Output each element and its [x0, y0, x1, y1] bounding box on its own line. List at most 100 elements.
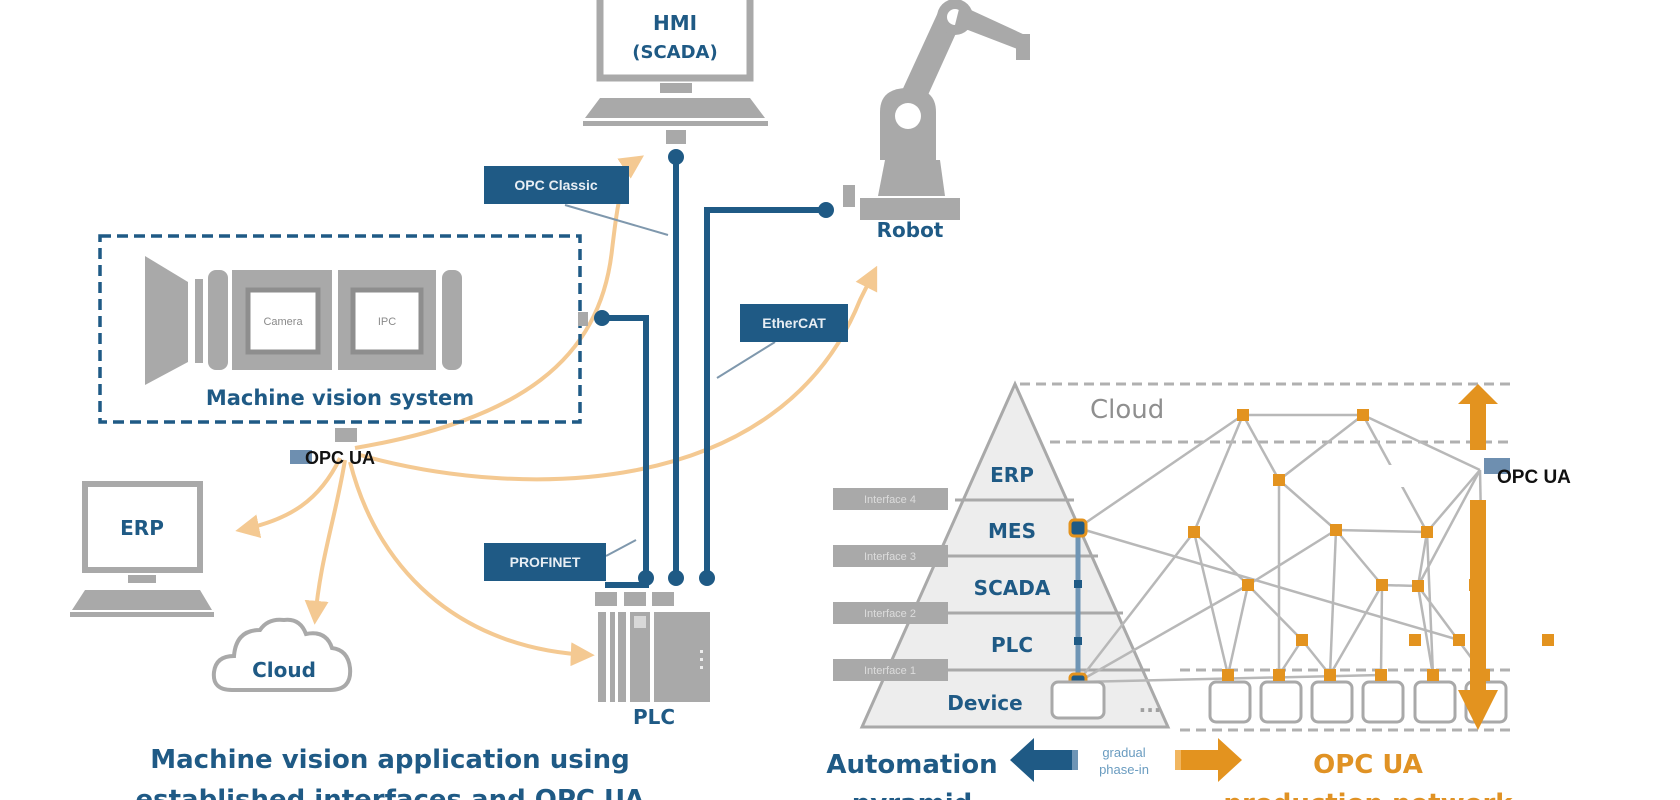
- mesh-link: [1335, 528, 1428, 534]
- opc-ua-logo-left: OPC UA: [290, 448, 375, 468]
- robot-arm-icon: [843, 0, 1030, 220]
- hmi-label: HMI: [653, 11, 697, 35]
- mesh-link: [1193, 531, 1249, 586]
- mesh-node: [1376, 579, 1388, 591]
- plc-label: PLC: [633, 705, 675, 729]
- svg-text:Interface 3: Interface 3: [864, 551, 916, 563]
- mesh-link: [1328, 584, 1384, 676]
- mesh-link: [1379, 584, 1384, 676]
- flow-to-cloud: [304, 459, 347, 625]
- mesh-link: [1077, 583, 1249, 684]
- svg-text:Interface 2: Interface 2: [864, 608, 916, 620]
- mesh-link: [1416, 585, 1435, 676]
- phase-in-label-1: gradual: [1102, 745, 1145, 760]
- left-caption-line1: Machine vision application using: [150, 745, 629, 775]
- vertical-double-arrow: [1458, 384, 1498, 730]
- level-scada: SCADA: [974, 576, 1051, 600]
- cable-vision: [600, 315, 649, 588]
- phase-in-label-2: phase-in: [1099, 762, 1149, 777]
- ipc-label: IPC: [378, 316, 396, 328]
- mesh-link: [1416, 469, 1482, 587]
- svg-text:Interface 1: Interface 1: [864, 665, 916, 677]
- hmi-sublabel: (SCADA): [632, 42, 717, 63]
- interface-2: Interface 2: [833, 602, 948, 624]
- cloud-label: Cloud: [252, 658, 316, 682]
- mesh-node: [1188, 526, 1200, 538]
- mesh-node: [1412, 580, 1424, 592]
- zone-boundaries: [1020, 382, 1510, 732]
- mesh-link: [1362, 413, 1481, 472]
- mesh-link: [1077, 413, 1244, 530]
- mesh-node: [1542, 634, 1554, 646]
- device-box-sensor: [1050, 680, 1106, 720]
- interface-labels: Interface 4 Interface 3 Interface 2 Inte…: [833, 488, 948, 681]
- lens-icon: [145, 256, 188, 385]
- mesh-link: [1192, 531, 1230, 676]
- fieldbus-cables: [600, 157, 825, 588]
- mesh-node: [1242, 579, 1254, 591]
- interface-1: Interface 1: [833, 659, 948, 681]
- device-ellipsis: ...: [1139, 693, 1162, 717]
- mesh-link: [1247, 584, 1303, 641]
- level-plc: PLC: [991, 633, 1033, 657]
- level-erp: ERP: [990, 463, 1034, 487]
- plc-device-icon: [595, 592, 710, 702]
- cloud-icon: [211, 617, 353, 692]
- interface-3: Interface 3: [833, 545, 948, 567]
- interface-4: Interface 4: [833, 488, 948, 510]
- mesh-link: [1226, 584, 1250, 676]
- left-caption-line2: established interfaces and OPC UA: [136, 785, 645, 800]
- svg-text:EtherCAT: EtherCAT: [762, 315, 826, 331]
- mesh-node: [1409, 634, 1421, 646]
- flow-to-robot: [359, 265, 878, 482]
- cable-robot: [704, 207, 825, 585]
- mesh-network-lines: [1077, 413, 1486, 684]
- automation-pyramid-label-2: pyramid: [852, 789, 973, 800]
- opc-ua-network-label: OPC UA: [1313, 750, 1423, 780]
- level-device: Device: [947, 691, 1022, 715]
- tag-opc-classic: OPC Classic: [484, 166, 669, 236]
- arrow-left-navy: [1010, 738, 1078, 782]
- svg-text:OPC Classic: OPC Classic: [514, 177, 597, 193]
- mesh-link: [1077, 526, 1460, 642]
- mesh-link: [1077, 531, 1195, 683]
- tag-profinet: PROFINET: [484, 539, 637, 581]
- flow-to-plc: [348, 461, 595, 667]
- mesh-node: [1427, 669, 1439, 681]
- mesh-node: [1273, 474, 1285, 486]
- mesh-link: [1335, 529, 1383, 586]
- tag-ethercat: EtherCAT: [716, 304, 848, 379]
- level-mes: MES: [988, 519, 1036, 543]
- erp-computer-icon: [70, 481, 214, 617]
- mesh-link: [1247, 528, 1337, 587]
- camera-label: Camera: [263, 316, 303, 328]
- mesh-link: [1278, 414, 1364, 481]
- mesh-node: [1273, 669, 1285, 681]
- opc-ua-network-label-2: production network: [1223, 789, 1513, 800]
- mesh-network-nodes: [1188, 409, 1554, 681]
- mesh-node: [1453, 634, 1465, 646]
- arrow-right-orange: [1175, 738, 1242, 782]
- mesh-node: [1296, 634, 1308, 646]
- cable-connectors: [594, 149, 834, 586]
- mesh-link: [1278, 479, 1337, 531]
- opc-ua-port: [335, 428, 357, 442]
- device-box: [1208, 680, 1252, 724]
- robot-label: Robot: [877, 218, 944, 242]
- svg-text:OPC UA: OPC UA: [1497, 467, 1571, 488]
- right-panel: Cloud Interface 4 Interface 3 Interface …: [826, 380, 1571, 800]
- erp-label: ERP: [120, 516, 164, 540]
- opc-ua-logo-right: OPC UA: [1380, 458, 1571, 488]
- mesh-link: [1426, 469, 1481, 533]
- mesh-node: [1421, 526, 1433, 538]
- hmi-monitor-icon: [583, 0, 768, 144]
- mesh-link: [1416, 531, 1429, 587]
- mesh-node: [1324, 669, 1336, 681]
- mesh-link: [1328, 529, 1338, 676]
- device-box: [1361, 680, 1405, 724]
- device-box: [1310, 680, 1354, 724]
- svg-text:Interface 4: Interface 4: [864, 494, 916, 506]
- device-box: [1413, 680, 1457, 724]
- mesh-link: [1192, 414, 1245, 533]
